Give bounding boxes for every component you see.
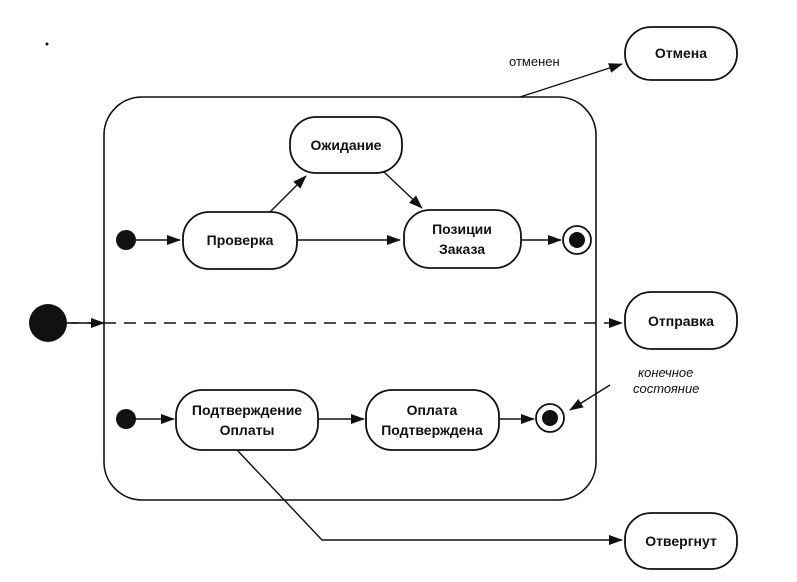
composite-state: [103, 96, 597, 501]
transition-cancel: [519, 63, 623, 98]
state-podtverzhdenie-oplaty: Подтверждение Оплаты: [175, 389, 319, 451]
state-oplata-podtverzhdena: Оплата Подтверждена: [365, 389, 500, 451]
state-otpravka: Отправка: [624, 291, 738, 350]
final-state-pointer: [569, 384, 611, 411]
state-otmena-label: Отмена: [655, 45, 707, 61]
label-cancelled: отменен: [509, 54, 560, 69]
upper-initial-state: [116, 230, 136, 250]
state-otpravka-label: Отправка: [648, 313, 714, 329]
lower-final-state: [535, 403, 565, 433]
state-otvergnut: Отвергнут: [624, 512, 738, 570]
label-final-line2: состояние: [633, 381, 699, 396]
state-pozicii-zakaza: Позиции Заказа: [403, 209, 522, 269]
state-podtv-line1: Подтверждение: [192, 402, 302, 418]
state-pozicii-line1: Позиции: [432, 221, 492, 237]
outer-initial-state: [29, 304, 67, 342]
state-ozhidanie-label: Ожидание: [311, 137, 382, 153]
state-podtv-line2: Оплаты: [220, 422, 275, 438]
transition-ozhidanie-pozicii: [383, 171, 423, 209]
transition-proverka-ozhidanie: [269, 175, 307, 213]
state-oplata-line1: Оплата: [407, 402, 458, 418]
upper-final-state: [562, 225, 592, 255]
state-otvergnut-label: Отвергнут: [645, 533, 717, 549]
transition-rejected: [236, 449, 623, 545]
state-otmena: Отмена: [624, 26, 738, 81]
state-ozhidanie: Ожидание: [289, 116, 403, 174]
state-proverka-label: Проверка: [207, 232, 274, 248]
label-final-line1: конечное: [638, 365, 693, 380]
state-oplata-line2: Подтверждена: [381, 422, 483, 438]
state-pozicii-line2: Заказа: [439, 241, 485, 257]
stray-dot: [45, 42, 49, 46]
state-proverka: Проверка: [182, 211, 298, 270]
lower-initial-state: [116, 409, 136, 429]
